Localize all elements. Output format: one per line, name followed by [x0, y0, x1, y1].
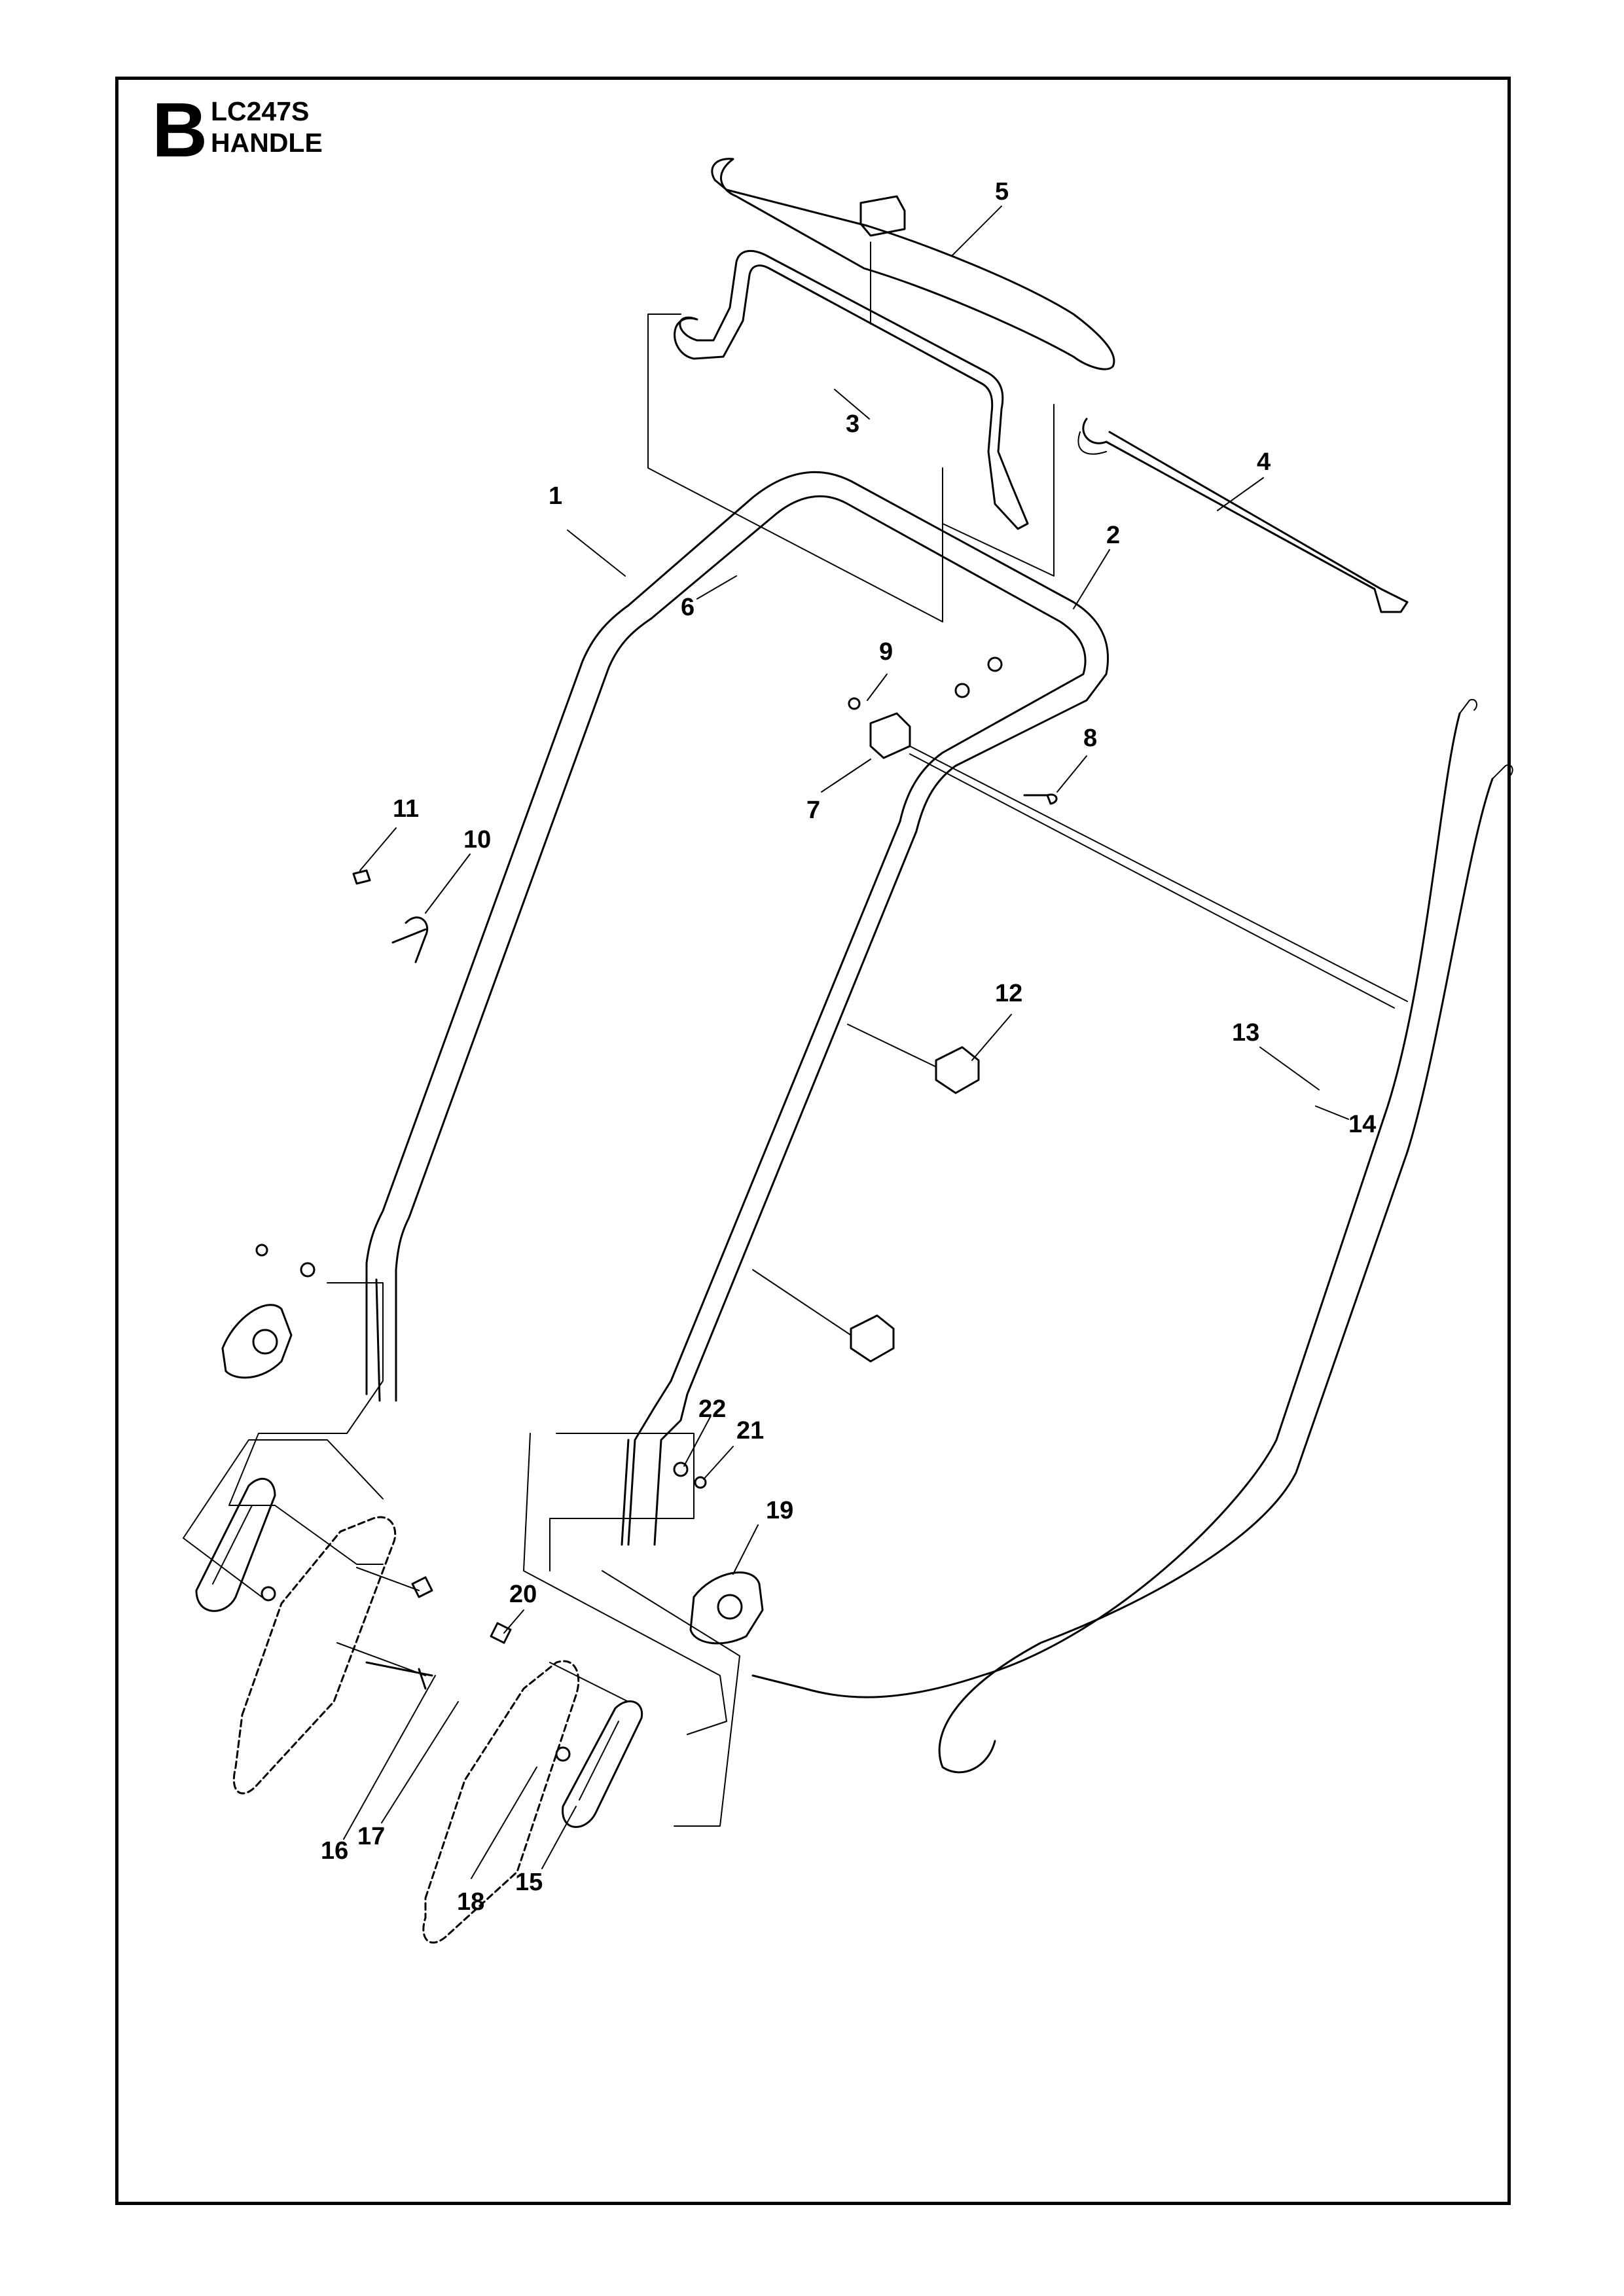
callout-22: 22 — [698, 1395, 726, 1423]
callout-1: 1 — [549, 482, 562, 510]
callout-12: 12 — [995, 980, 1022, 1007]
control-cable-part — [751, 712, 1461, 1698]
callout-20: 20 — [509, 1581, 537, 1608]
callout-16: 16 — [321, 1837, 348, 1865]
spring-clip-part — [391, 916, 429, 963]
callout-7: 7 — [806, 797, 820, 824]
callout-19: 19 — [766, 1497, 793, 1524]
callout-5: 5 — [995, 178, 1009, 206]
handle-grip-part — [711, 158, 1115, 370]
height-knob-left-part — [221, 1304, 293, 1379]
model-name: LC247S — [211, 96, 310, 126]
callout-4: 4 — [1257, 448, 1271, 476]
section-title: HANDLE — [211, 128, 323, 158]
callout-17: 17 — [357, 1823, 385, 1850]
callout-11: 11 — [393, 795, 419, 823]
cable-clip-lower-part — [850, 1314, 895, 1363]
callout-6: 6 — [681, 594, 695, 621]
cable-guide-part — [869, 712, 911, 759]
callout-21: 21 — [736, 1417, 764, 1444]
height-bracket-left-part — [232, 1516, 397, 1795]
control-bar-part — [674, 249, 1029, 530]
page-frame — [115, 77, 1511, 2205]
grip-clip-part — [859, 195, 906, 237]
callout-8: 8 — [1083, 725, 1097, 752]
callout-2: 2 — [1106, 522, 1120, 549]
callout-9: 9 — [879, 638, 893, 666]
cable-clip-upper-part — [935, 1046, 980, 1094]
callout-18: 18 — [457, 1888, 484, 1916]
link-rod-part — [1082, 418, 1409, 613]
height-knob-right-part — [689, 1571, 764, 1645]
leader-box-control-bar — [647, 314, 943, 622]
height-bracket-right-part — [422, 1660, 580, 1944]
callout-13: 13 — [1232, 1019, 1259, 1047]
upper-handle-tube-part — [365, 471, 1110, 1546]
section-letter: B — [152, 87, 208, 173]
callout-15: 15 — [515, 1869, 543, 1896]
callout-3: 3 — [846, 410, 859, 438]
callout-14: 14 — [1348, 1111, 1376, 1138]
slotted-plate-left-part — [195, 1477, 276, 1612]
callout-10: 10 — [463, 826, 491, 853]
